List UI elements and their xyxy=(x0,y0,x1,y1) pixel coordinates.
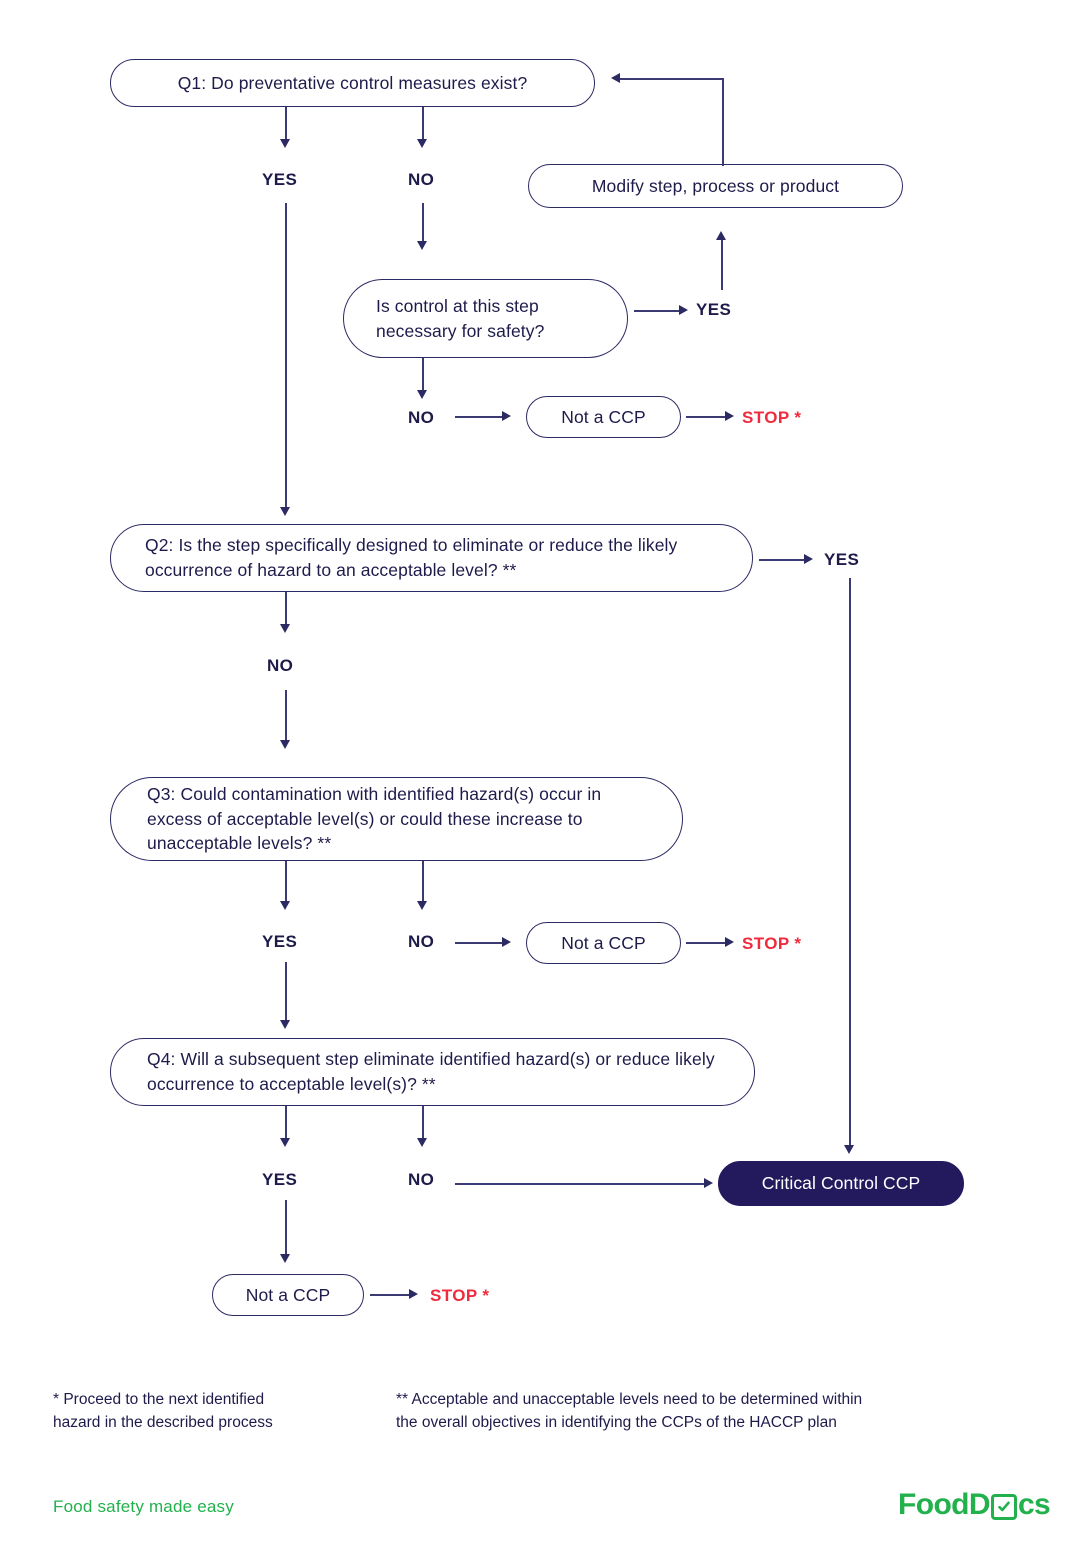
label-stop-3: STOP * xyxy=(430,1286,490,1305)
arrowhead-q4-yes xyxy=(280,1138,290,1147)
arrowhead-loop-to-q1 xyxy=(611,73,620,83)
line-q1-no xyxy=(422,107,424,141)
footnote-single-star-line2: hazard in the described process xyxy=(53,1414,273,1432)
arrowhead-q4-yes-to-not-a-ccp-3 xyxy=(280,1254,290,1263)
line-q4-yes xyxy=(285,1106,287,1140)
node-not-a-ccp-2-text: Not a CCP xyxy=(561,932,646,953)
line-modify-loop-vertical xyxy=(722,78,724,166)
arrowhead-stop-3 xyxy=(409,1289,418,1299)
line-q1-yes-to-q2 xyxy=(285,203,287,509)
logo-text-part1: FoodD xyxy=(898,1488,991,1521)
arrowhead-q1-no xyxy=(417,139,427,148)
node-q3[interactable]: Q3: Could contamination with identified … xyxy=(110,777,683,861)
node-q1[interactable]: Q1: Do preventative control measures exi… xyxy=(110,59,595,107)
node-not-a-ccp-1[interactable]: Not a CCP xyxy=(526,396,681,438)
line-not-a-ccp-2-to-stop xyxy=(686,942,726,944)
node-q4-text: Q4: Will a subsequent step eliminate ide… xyxy=(147,1049,715,1094)
arrowhead-q2-yes-to-ccp xyxy=(844,1145,854,1154)
line-control-yes-up xyxy=(721,240,723,290)
line-q4-no-to-ccp xyxy=(455,1183,705,1185)
node-critical-control-ccp-text: Critical Control CCP xyxy=(761,1173,921,1194)
node-q3-text: Q3: Could contamination with identified … xyxy=(147,783,602,854)
line-q3-yes xyxy=(285,861,287,903)
label-q4-no: NO xyxy=(408,1170,435,1189)
label-control-yes: YES xyxy=(696,300,732,319)
arrowhead-q3-yes-to-q4 xyxy=(280,1020,290,1029)
line-q2-yes xyxy=(759,559,805,561)
node-modify-step-text: Modify step, process or product xyxy=(591,175,840,196)
arrowhead-control-yes xyxy=(679,305,688,315)
arrowhead-q3-yes xyxy=(280,901,290,910)
node-not-a-ccp-1-text: Not a CCP xyxy=(561,406,646,427)
node-modify-step[interactable]: Modify step, process or product xyxy=(528,164,903,208)
arrowhead-q1-yes-to-q2 xyxy=(280,507,290,516)
footnote-double-star: ** Acceptable and unacceptable levels ne… xyxy=(396,1388,1016,1435)
label-stop-1: STOP * xyxy=(742,408,802,427)
fooddocs-logo[interactable]: FoodD cs xyxy=(898,1488,1051,1522)
line-no-to-not-a-ccp-2 xyxy=(455,942,503,944)
line-modify-loop-horizontal xyxy=(620,78,724,80)
logo-text-part2: cs xyxy=(1017,1488,1051,1521)
line-control-no xyxy=(422,358,424,392)
arrowhead-not-a-ccp-1 xyxy=(502,411,511,421)
line-q3-no xyxy=(422,861,424,903)
node-control-necessary-text: Is control at this step necessary for sa… xyxy=(376,295,545,341)
arrowhead-q4-no-to-ccp xyxy=(704,1178,713,1188)
footnote-double-star-line2: the overall objectives in identifying th… xyxy=(396,1414,837,1432)
label-q1-no: NO xyxy=(408,170,435,189)
line-not-a-ccp-3-to-stop xyxy=(370,1294,410,1296)
footnote-double-star-line1: ** Acceptable and unacceptable levels ne… xyxy=(396,1391,863,1408)
line-no-to-control-question xyxy=(422,203,424,243)
arrowhead-yes-to-modify xyxy=(716,231,726,240)
label-q3-no: NO xyxy=(408,932,435,951)
arrowhead-q2-yes xyxy=(804,554,813,564)
label-q2-no: NO xyxy=(267,656,294,675)
line-q2-no-to-q3 xyxy=(285,690,287,742)
label-q2-yes: YES xyxy=(824,550,860,569)
arrowhead-control-no xyxy=(417,390,427,399)
node-not-a-ccp-3[interactable]: Not a CCP xyxy=(212,1274,364,1316)
label-q4-yes: YES xyxy=(262,1170,298,1189)
node-q4[interactable]: Q4: Will a subsequent step eliminate ide… xyxy=(110,1038,755,1106)
node-control-necessary[interactable]: Is control at this step necessary for sa… xyxy=(343,279,628,358)
label-q3-yes: YES xyxy=(262,932,298,951)
node-q1-text: Q1: Do preventative control measures exi… xyxy=(177,72,528,93)
label-control-no: NO xyxy=(408,408,435,427)
arrowhead-q2-no xyxy=(280,624,290,633)
line-no-to-not-a-ccp-1 xyxy=(455,416,503,418)
arrowhead-q4-no xyxy=(417,1138,427,1147)
node-not-a-ccp-3-text: Not a CCP xyxy=(245,1284,331,1305)
label-stop-2: STOP * xyxy=(742,934,802,953)
arrowhead-not-a-ccp-2 xyxy=(502,937,511,947)
arrowhead-q2-no-to-q3 xyxy=(280,740,290,749)
arrowhead-stop-1 xyxy=(725,411,734,421)
line-q2-yes-to-ccp xyxy=(849,578,851,1147)
arrowhead-control-question xyxy=(417,241,427,250)
line-q4-no xyxy=(422,1106,424,1140)
arrowhead-q3-no xyxy=(417,901,427,910)
line-q4-yes-to-not-a-ccp-3 xyxy=(285,1200,287,1256)
line-q2-no xyxy=(285,592,287,626)
footer-tagline: Food safety made easy xyxy=(53,1497,234,1516)
node-critical-control-ccp[interactable]: Critical Control CCP xyxy=(718,1161,964,1206)
line-control-yes xyxy=(634,310,680,312)
footnote-single-star: * Proceed to the next identified hazard … xyxy=(53,1388,383,1435)
node-q2[interactable]: Q2: Is the step specifically designed to… xyxy=(110,524,753,592)
arrowhead-stop-2 xyxy=(725,937,734,947)
arrowhead-q1-yes xyxy=(280,139,290,148)
line-q1-yes xyxy=(285,107,287,141)
label-q1-yes: YES xyxy=(262,170,298,189)
checkbox-icon xyxy=(990,1494,1017,1520)
node-not-a-ccp-2[interactable]: Not a CCP xyxy=(526,922,681,964)
node-q2-text: Q2: Is the step specifically designed to… xyxy=(145,535,678,580)
line-q3-yes-to-q4 xyxy=(285,962,287,1022)
line-not-a-ccp-1-to-stop xyxy=(686,416,726,418)
footnote-single-star-line1: * Proceed to the next identified xyxy=(53,1391,265,1408)
